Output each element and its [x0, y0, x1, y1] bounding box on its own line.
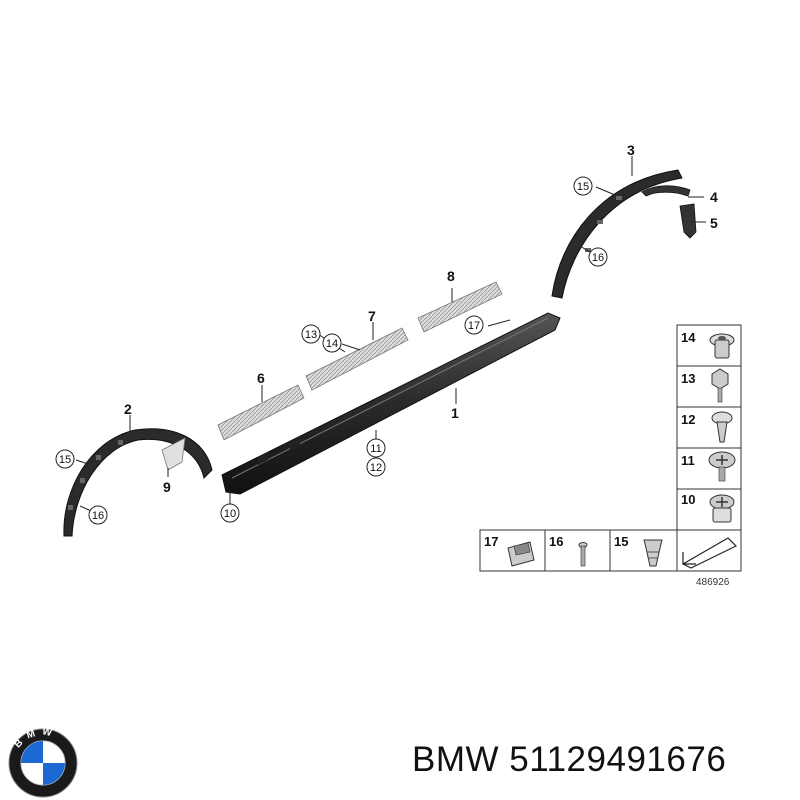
fastener-legend-column: 14 13 12 11 10	[676, 324, 742, 531]
bracket-6-part	[217, 384, 305, 441]
legend-label-11: 11	[681, 453, 695, 468]
svg-text:15: 15	[59, 454, 71, 466]
legend-label-14: 14	[681, 330, 696, 345]
circled-callout-12: 12	[366, 457, 386, 477]
arch-trim-strip-part	[641, 185, 691, 197]
leader-lines	[75, 156, 706, 515]
legend-label-10: 10	[681, 492, 695, 507]
circled-callout-15-rear: 15	[573, 176, 593, 196]
bracket-7-part	[305, 327, 409, 391]
side-sill-part	[221, 312, 561, 495]
direction-arrow-icon	[681, 537, 738, 569]
hex-screw-icon	[711, 368, 729, 403]
bmw-logo: BMW	[8, 728, 78, 798]
svg-text:11: 11	[370, 443, 381, 455]
expansion-rivet-icon	[711, 411, 733, 443]
push-pin-icon	[578, 542, 588, 567]
mud-flap-part	[679, 203, 697, 239]
legend-label-12: 12	[681, 412, 695, 427]
svg-text:10: 10	[224, 508, 236, 520]
circled-callout-15-front: 15	[55, 449, 75, 469]
torx-screw-icon	[708, 451, 736, 482]
spring-clip-icon	[507, 541, 535, 567]
clip-nut-icon	[709, 333, 735, 359]
svg-text:16: 16	[592, 252, 604, 264]
svg-text:16: 16	[92, 510, 104, 522]
callout-3: 3	[627, 142, 635, 158]
circled-callout-14: 14	[322, 333, 342, 353]
part-number-caption: BMW 51129491676	[412, 740, 727, 779]
circled-callout-13: 13	[301, 324, 321, 344]
splash-guard-part	[161, 437, 186, 471]
circled-callout-16-rear: 16	[588, 247, 608, 267]
callout-8: 8	[447, 268, 455, 284]
svg-text:14: 14	[326, 338, 338, 350]
bracket-8-part	[417, 281, 503, 333]
legend-label-17: 17	[484, 534, 498, 549]
circled-callout-11: 11	[366, 438, 386, 458]
callout-9: 9	[163, 479, 171, 495]
callout-7: 7	[368, 308, 376, 324]
callout-2: 2	[124, 401, 132, 417]
callout-4: 4	[710, 189, 718, 205]
callout-5: 5	[710, 215, 718, 231]
front-wheel-arch-trim	[63, 428, 213, 537]
callout-6: 6	[257, 370, 265, 386]
fastener-legend-row: 17 16 15	[479, 529, 742, 572]
clip-screw-icon	[709, 494, 735, 523]
svg-text:13: 13	[305, 329, 317, 341]
rear-wheel-arch-trim	[551, 169, 683, 299]
svg-text:12: 12	[370, 462, 382, 474]
circled-callout-17: 17	[464, 315, 484, 335]
legend-label-16: 16	[549, 534, 563, 549]
legend-label-15: 15	[614, 534, 628, 549]
svg-text:17: 17	[468, 320, 480, 332]
legend-label-13: 13	[681, 371, 695, 386]
svg-text:15: 15	[577, 181, 589, 193]
fir-tree-clip-icon	[643, 539, 663, 567]
callout-1: 1	[451, 405, 459, 421]
circled-callout-16-front: 16	[88, 505, 108, 525]
circled-callout-10: 10	[220, 503, 240, 523]
drawing-number: 486926	[696, 577, 730, 588]
